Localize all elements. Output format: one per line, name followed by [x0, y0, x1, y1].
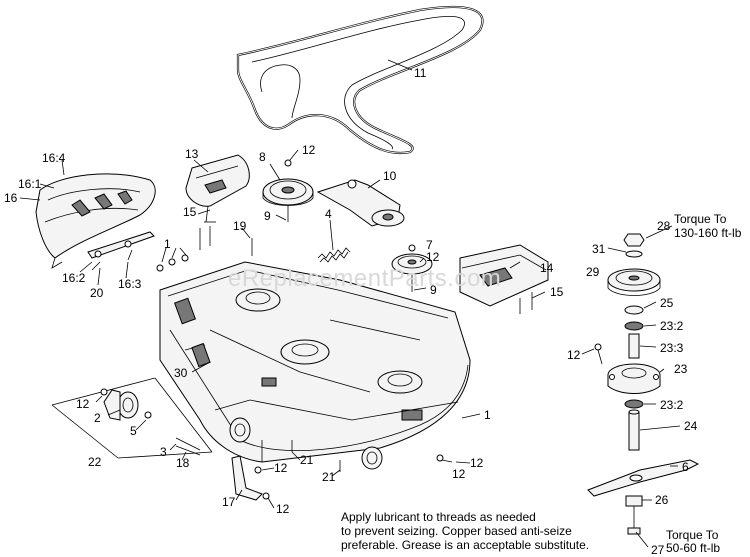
callout-30: 30	[174, 366, 188, 380]
callout-1-group: 1	[164, 237, 171, 251]
idler-arm	[316, 179, 405, 227]
callout-6: 6	[682, 460, 689, 474]
callout-12-d: 12	[276, 502, 290, 516]
callout-12-right: 12	[567, 348, 581, 362]
callout-1: 1	[484, 408, 491, 422]
callout-27: 27	[651, 543, 665, 557]
callout-23: 23	[674, 362, 688, 376]
torque-note-top-line1: Torque To	[674, 212, 727, 226]
watermark: eReplacementParts.com	[228, 265, 502, 292]
deck-rollers	[229, 417, 444, 472]
callout-9: 9	[264, 209, 271, 223]
callout-26: 26	[655, 493, 669, 507]
callout-18: 18	[176, 456, 190, 470]
callout-12-mid: 12	[426, 250, 440, 264]
callout-20: 20	[90, 286, 104, 300]
callout-12-wheel: 12	[76, 397, 90, 411]
pulley-7	[391, 244, 433, 292]
callout-16-4: 16:4	[42, 151, 66, 165]
callout-7: 7	[426, 238, 433, 252]
callout-12-b: 12	[452, 467, 466, 481]
spindle-assembly	[587, 233, 700, 535]
callout-12-c: 12	[470, 456, 484, 470]
callout-23-2-bottom: 23:2	[660, 398, 684, 412]
hardware-cluster	[156, 221, 253, 272]
callout-17: 17	[222, 495, 236, 509]
callout-11: 11	[414, 66, 427, 80]
callout-14: 14	[540, 261, 554, 275]
callout-16: 16	[4, 191, 18, 205]
torque-note-bottom-line2: 50-60 ft-lb	[666, 541, 721, 555]
lubricant-note-line3: preferable. Grease is an acceptable subs…	[341, 538, 590, 552]
callout-25: 25	[660, 296, 674, 310]
torque-note-bottom-line1: Torque To	[666, 528, 719, 542]
callout-21-a: 21	[300, 453, 314, 467]
deck-shell	[159, 261, 471, 463]
callout-23-2-top: 23:2	[660, 319, 684, 333]
spring	[317, 247, 351, 263]
callout-16-2: 16:2	[62, 271, 86, 285]
callout-29: 29	[586, 265, 600, 279]
front-bracket	[231, 455, 270, 501]
callout-16-3: 16:3	[118, 277, 142, 291]
callout-9-mid: 9	[430, 283, 437, 297]
pulley-8	[262, 159, 314, 222]
callout-15: 15	[183, 205, 197, 219]
callout-15-right: 15	[550, 285, 564, 299]
callout-21-b: 21	[322, 470, 336, 484]
callout-2: 2	[94, 411, 101, 425]
callout-12: 12	[302, 143, 316, 157]
callout-22: 22	[88, 455, 102, 469]
callout-28: 28	[657, 219, 671, 233]
callout-19: 19	[233, 219, 247, 233]
callout-10: 10	[383, 169, 397, 183]
callout-24: 24	[684, 419, 698, 433]
callout-leaders	[19, 59, 681, 548]
callout-16-1: 16:1	[18, 177, 42, 191]
callout-3: 3	[160, 445, 167, 459]
lubricant-note-line1: Apply lubricant to threads as needed	[341, 510, 536, 524]
cover-bracket	[87, 231, 155, 271]
callout-13: 13	[185, 147, 199, 161]
callout-31: 31	[592, 242, 606, 256]
gauge-wheel-kit	[51, 377, 213, 459]
drive-belt	[236, 5, 484, 155]
callout-23-3: 23:3	[660, 341, 684, 355]
pulley-cover	[185, 154, 250, 223]
callout-8: 8	[259, 150, 266, 164]
lubricant-note-line2: to prevent seizing. Copper based anti-se…	[341, 524, 572, 538]
left-belt-cover	[35, 173, 156, 269]
callout-12-a: 12	[274, 461, 288, 475]
torque-note-top-line2: 130-160 ft-lb	[674, 226, 742, 240]
callout-4: 4	[325, 207, 332, 221]
callout-5: 5	[130, 424, 137, 438]
right-spindle-cover	[459, 244, 549, 314]
